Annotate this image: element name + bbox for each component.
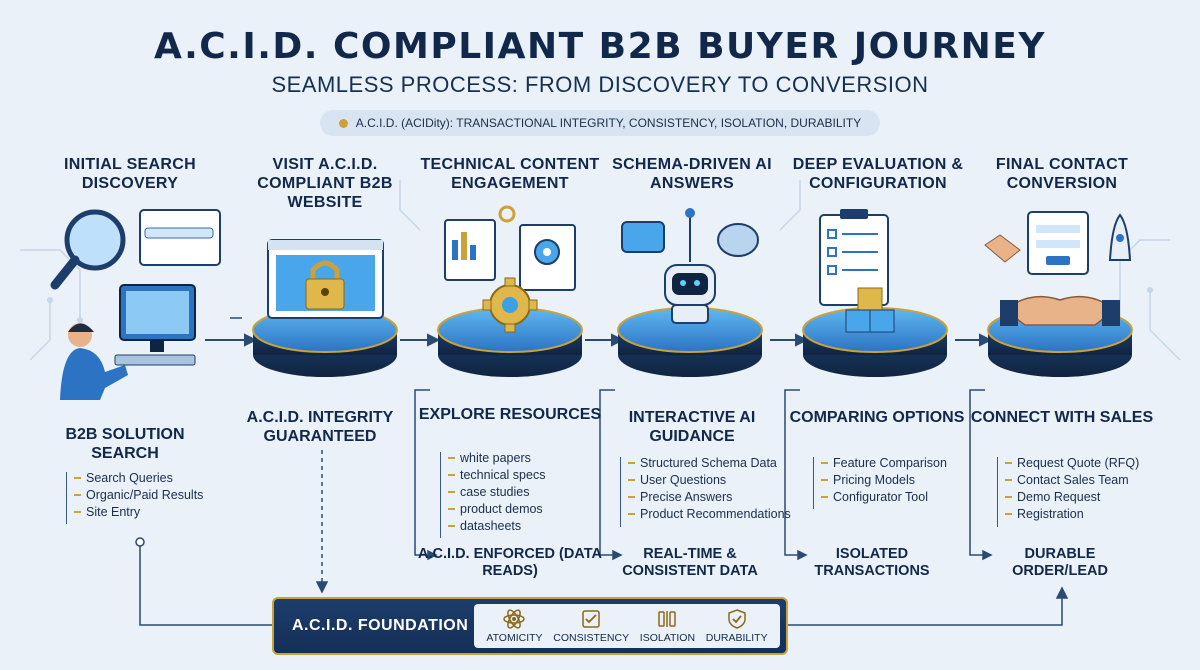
stage-1-section: B2B SOLUTION SEARCH — [65, 426, 185, 462]
robot-icon — [617, 208, 763, 377]
stage-4-bottom-label: REAL-TIME & CONSISTENT DATA — [622, 546, 758, 579]
list-item: product demos — [447, 501, 545, 518]
pillar-isolation: ISOLATION — [640, 609, 695, 644]
stage-5-title: DEEP EVALUATION & CONFIGURATION — [792, 156, 964, 192]
foundation-title: A.C.I.D. FOUNDATION — [292, 617, 469, 634]
list-item: case studies — [447, 484, 545, 501]
list-item: Registration — [1004, 506, 1139, 523]
list-item: Search Queries — [73, 470, 203, 487]
padlock-icon — [252, 239, 398, 377]
page-subtitle: SEAMLESS PROCESS: FROM DISCOVERY TO CONV… — [271, 72, 929, 97]
stage-3-list: white papers technical specs case studie… — [447, 450, 545, 535]
stage-3-bottom-label: A.C.I.D. ENFORCED (DATA READS) — [418, 546, 602, 579]
pillar-durability: DURABILITY — [705, 608, 768, 644]
stage-6-bottom-label: DURABLE ORDER/LEAD — [1012, 546, 1108, 579]
stage-6-bracket — [997, 457, 998, 527]
page-title: A.C.I.D. COMPLIANT B2B BUYER JOURNEY — [154, 26, 1046, 67]
stage-1-bracket — [66, 472, 67, 524]
list-item: Contact Sales Team — [1004, 472, 1139, 489]
stage-4-section: INTERACTIVE AI GUIDANCE — [628, 409, 756, 445]
stage-6-title: FINAL CONTACT CONVERSION — [995, 156, 1129, 192]
acid-definition-badge: A.C.I.D. (ACIDity): TRANSACTIONAL INTEGR… — [320, 110, 880, 136]
cubes-icon — [802, 209, 948, 377]
stage-6-section: CONNECT WITH SALES — [970, 409, 1154, 426]
acid-definition-text: A.C.I.D. (ACIDity): TRANSACTIONAL INTEGR… — [355, 116, 862, 130]
stage-5-section: COMPARING OPTIONS — [789, 409, 965, 426]
acid-foundation-bar: A.C.I.D. FOUNDATION ATOMICITY CONSISTENC… — [272, 597, 788, 655]
stage-5-bottom-label: ISOLATED TRANSACTIONS — [814, 546, 930, 579]
checklist-icon — [582, 609, 600, 628]
stage-4-title: SCHEMA-DRIVEN AI ANSWERS — [612, 156, 772, 192]
stage-4-bracket — [620, 457, 621, 527]
list-item: Demo Request — [1004, 489, 1139, 506]
stage-2-title: VISIT A.C.I.D. COMPLIANT B2B WEBSITE — [257, 156, 393, 211]
stage-1-list: Search Queries Organic/Paid Results Site… — [73, 470, 203, 521]
list-item: Pricing Models — [821, 472, 947, 489]
stage-5-list: Feature Comparison Pricing Models Config… — [821, 455, 947, 506]
stage-3-bracket — [440, 452, 441, 538]
list-item: Site Entry — [73, 504, 203, 521]
list-item: Feature Comparison — [821, 455, 947, 472]
atom-icon — [503, 608, 526, 629]
pillar-label: ISOLATION — [639, 631, 696, 644]
list-item: Configurator Tool — [821, 489, 947, 506]
search-computer-icon — [50, 209, 221, 400]
list-item: Structured Schema Data — [628, 455, 791, 472]
stage-6-list: Request Quote (RFQ) Contact Sales Team D… — [1004, 455, 1139, 523]
flow-arrows — [205, 333, 993, 347]
isolation-icon — [658, 610, 677, 627]
list-item: User Questions — [628, 472, 791, 489]
stage-3-title: TECHNICAL CONTENT ENGAGEMENT — [420, 156, 600, 192]
list-item: technical specs — [447, 467, 545, 484]
stage-1-title: INITIAL SEARCH DISCOVERY — [64, 156, 196, 192]
list-item: white papers — [447, 450, 545, 467]
handshake-icon — [984, 211, 1133, 377]
list-item: Precise Answers — [628, 489, 791, 506]
stage-3-section: EXPLORE RESOURCES — [418, 406, 602, 423]
shield-icon — [727, 608, 746, 629]
list-item: Request Quote (RFQ) — [1004, 455, 1139, 472]
list-item: Organic/Paid Results — [73, 487, 203, 504]
stage-4-list: Structured Schema Data User Questions Pr… — [628, 455, 791, 523]
stage-2-section: A.C.I.D. INTEGRITY GUARANTEED — [246, 409, 394, 445]
list-item: Product Recommendations — [628, 506, 791, 523]
pillar-label: DURABILITY — [705, 631, 768, 644]
stage-5-bracket — [813, 457, 814, 509]
pillar-atomicity: ATOMICITY — [486, 608, 543, 644]
foundation-pillars: ATOMICITY CONSISTENCY ISOLATION DURABILI… — [474, 604, 780, 648]
list-item: datasheets — [447, 518, 545, 535]
gold-dot-icon — [338, 118, 348, 128]
gear-icon — [437, 205, 583, 377]
pillar-label: ATOMICITY — [486, 631, 543, 644]
pillar-consistency: CONSISTENCY — [553, 609, 629, 644]
pillar-label: CONSISTENCY — [553, 631, 630, 644]
